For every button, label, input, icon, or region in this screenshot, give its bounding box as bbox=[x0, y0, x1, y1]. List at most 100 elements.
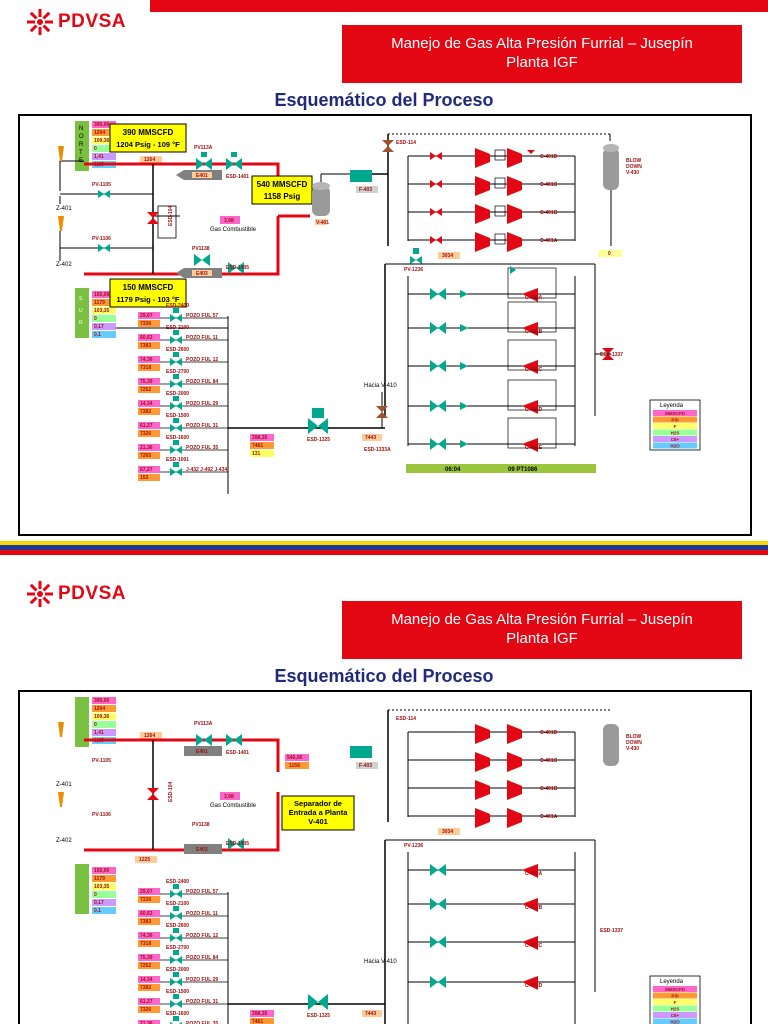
well-name: POZO FUL 12 bbox=[186, 357, 218, 363]
svg-text:C-402C: C-402C bbox=[525, 943, 543, 949]
well-esd-valve[interactable] bbox=[170, 884, 182, 898]
svg-text:Gas Combustible: Gas Combustible bbox=[210, 803, 257, 809]
gas-comb-box bbox=[220, 216, 240, 224]
pv1236-valve[interactable] bbox=[410, 248, 422, 264]
compressor-c401c[interactable] bbox=[408, 176, 575, 196]
svg-text:C-402C: C-402C bbox=[525, 367, 543, 373]
svg-text:V-430: V-430 bbox=[626, 746, 639, 752]
pv1106-valve[interactable] bbox=[98, 244, 110, 252]
svg-text:Hacia V-410: Hacia V-410 bbox=[364, 959, 397, 965]
well-esd-valve[interactable] bbox=[170, 1016, 182, 1024]
compressor-c401a[interactable] bbox=[408, 232, 575, 252]
legend-swatch bbox=[653, 1005, 697, 1012]
compressor-c402c[interactable] bbox=[408, 339, 575, 374]
pv113a-valve[interactable] bbox=[196, 152, 212, 170]
compressor-c401b[interactable] bbox=[408, 204, 575, 224]
well-flow: 75,39 bbox=[140, 379, 153, 385]
legend-item: H2S bbox=[671, 1007, 680, 1012]
well-esd-label: ESD-2100 bbox=[166, 325, 189, 331]
svg-text:C-402B: C-402B bbox=[525, 329, 543, 335]
well-esd-label: ESD-2100 bbox=[166, 901, 189, 907]
south-header-line bbox=[84, 216, 280, 276]
logo-text: PDVSA bbox=[58, 11, 126, 32]
svg-text:398,35: 398,35 bbox=[252, 1011, 268, 1017]
svg-text:C-401A: C-401A bbox=[540, 814, 558, 820]
south-values-2: 150,00 1179 103,35 0 0,17 0,1 bbox=[92, 867, 116, 914]
well-esd-valve[interactable] bbox=[170, 352, 182, 366]
top-red-band bbox=[150, 0, 768, 12]
svg-text:PV-1105: PV-1105 bbox=[92, 758, 111, 764]
svg-text:Z-402: Z-402 bbox=[56, 262, 72, 268]
esd1337-valve[interactable] bbox=[602, 348, 614, 360]
esd114-valve[interactable] bbox=[382, 140, 394, 152]
well-esd-valve[interactable] bbox=[170, 994, 182, 1008]
svg-text:Gas Combustible: Gas Combustible bbox=[210, 227, 257, 233]
well-flow: 14,34 bbox=[140, 977, 153, 983]
well-esd-valve[interactable] bbox=[170, 906, 182, 920]
svg-text:PV-1236: PV-1236 bbox=[404, 843, 423, 849]
compressor-c401d[interactable] bbox=[408, 148, 575, 168]
well-esd-label: ESD-2000 bbox=[166, 391, 189, 397]
svg-text:0: 0 bbox=[94, 146, 97, 152]
pv1105-valve[interactable] bbox=[98, 190, 110, 198]
well-esd-label: ESD-2700 bbox=[166, 945, 189, 951]
well-esd-valve[interactable] bbox=[170, 418, 182, 432]
well-esd-label: ESD-2600 bbox=[166, 923, 189, 929]
esd1405-valve[interactable] bbox=[228, 262, 244, 274]
slide-1: PDVSA Manejo de Gas Alta Presión Furrial… bbox=[18, 0, 768, 536]
well-esd-valve[interactable] bbox=[170, 330, 182, 344]
svg-text:BLOW: BLOW bbox=[626, 158, 642, 164]
well-esd-valve[interactable] bbox=[170, 462, 182, 476]
well-name: POZO FUL 57 bbox=[186, 313, 218, 319]
svg-text:7461: 7461 bbox=[252, 1019, 263, 1024]
south-values: 150,00 1179 103,35 0 0,17 0,1 bbox=[92, 291, 116, 338]
legend-title: Leyenda bbox=[660, 979, 684, 985]
box-1264 bbox=[140, 156, 162, 163]
well-pressure: 7382 bbox=[140, 409, 151, 415]
svg-text:PV113A: PV113A bbox=[194, 145, 213, 151]
svg-text:DOWN: DOWN bbox=[626, 740, 642, 746]
legend-swatch bbox=[653, 416, 697, 423]
hacia-v410-valve[interactable] bbox=[376, 406, 388, 418]
well-flow: 60,63 bbox=[140, 911, 153, 917]
svg-text:DOWN: DOWN bbox=[626, 164, 642, 170]
svg-text:F-403: F-403 bbox=[359, 763, 372, 769]
well-esd-valve[interactable] bbox=[170, 396, 182, 410]
well-flow: 74,36 bbox=[140, 357, 153, 363]
legend-item: MMSCFD bbox=[665, 411, 685, 416]
well-name: POZO FUL 31 bbox=[186, 423, 218, 429]
compressor-c402e[interactable] bbox=[408, 417, 575, 452]
svg-text:150,00: 150,00 bbox=[94, 292, 110, 298]
callout-separator-v401 bbox=[281, 795, 355, 831]
header-title-line1: Manejo de Gas Alta Presión Furrial – Jus… bbox=[391, 611, 693, 628]
svg-text:PV1138: PV1138 bbox=[192, 822, 210, 828]
compressor-c402a[interactable] bbox=[408, 266, 575, 302]
well-esd-valve[interactable] bbox=[170, 928, 182, 942]
svg-text:109,36: 109,36 bbox=[94, 714, 110, 720]
legend-item: C6+ bbox=[671, 1013, 680, 1018]
well-esd-valve[interactable] bbox=[170, 440, 182, 454]
well-esd-valve[interactable] bbox=[170, 972, 182, 986]
well-esd-label: ESD-2400 bbox=[166, 303, 189, 309]
well-flow: 21,36 bbox=[140, 445, 153, 451]
compressor-c402b[interactable] bbox=[408, 301, 575, 336]
esd104-valve[interactable] bbox=[147, 212, 159, 224]
legend-swatch bbox=[653, 436, 697, 442]
pv1138-valve[interactable] bbox=[194, 254, 210, 266]
well-esd-valve[interactable] bbox=[170, 374, 182, 388]
e403-exchanger bbox=[176, 268, 222, 278]
svg-text:1179 Psig - 103 °F: 1179 Psig - 103 °F bbox=[116, 295, 179, 304]
esd1401-valve[interactable] bbox=[226, 152, 242, 170]
well-esd-valve[interactable] bbox=[170, 308, 182, 322]
well-name: POZO FUL 31 bbox=[186, 999, 218, 1005]
trend-bar bbox=[406, 464, 596, 473]
well-esd-valve[interactable] bbox=[170, 950, 182, 964]
compressor-c402d[interactable] bbox=[408, 379, 575, 414]
esd1325-valve[interactable] bbox=[308, 408, 328, 434]
